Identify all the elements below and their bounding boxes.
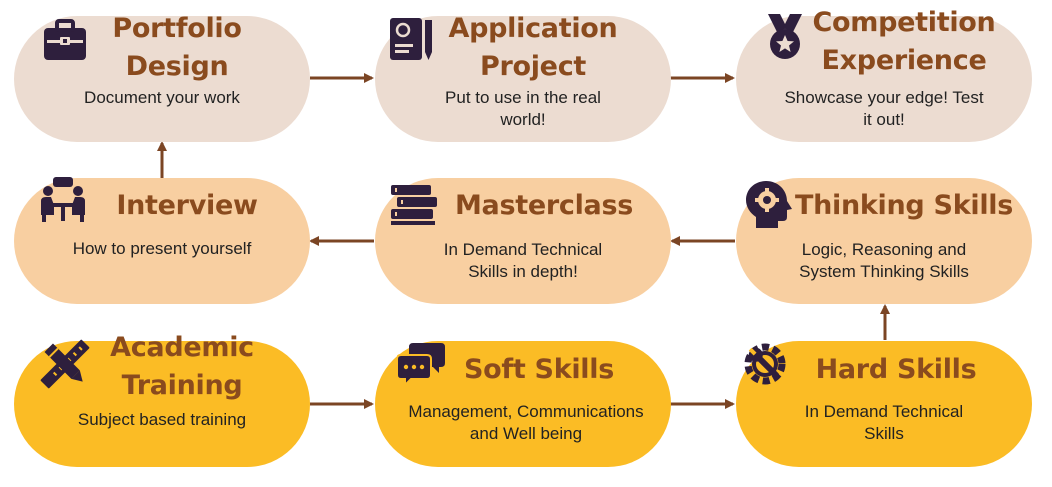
node-thinking-skills: Thinking Skills Logic, Reasoning and Sys… bbox=[736, 178, 1032, 304]
desc-line-1: In Demand Technical bbox=[804, 402, 964, 421]
head-gear-icon bbox=[746, 181, 792, 228]
desc-line-2: world! bbox=[500, 110, 546, 129]
desc-line-1: Logic, Reasoning and bbox=[801, 240, 967, 259]
title-line-2: Experience bbox=[821, 45, 987, 76]
node-description: Logic, Reasoning and System Thinking Ski… bbox=[766, 239, 1002, 283]
node-application-project: Application Project Put to use in the re… bbox=[375, 13, 671, 142]
chat-bubbles-icon bbox=[397, 343, 445, 388]
document-pen-icon bbox=[390, 18, 432, 60]
wrench-gear-icon bbox=[744, 343, 786, 385]
node-soft-skills: Soft Skills Management, Communications a… bbox=[375, 341, 671, 467]
title-line-2: Project bbox=[479, 51, 587, 82]
node-description: Subject based training bbox=[77, 410, 247, 429]
desc-line-2: Skills in depth! bbox=[468, 262, 578, 281]
node-hard-skills: Hard Skills In Demand Technical Skills bbox=[736, 341, 1032, 467]
node-interview: Interview How to present yourself bbox=[14, 177, 310, 304]
desc-line-1: Showcase your edge! Test bbox=[784, 88, 984, 107]
node-description: How to present yourself bbox=[72, 239, 252, 258]
books-icon bbox=[391, 185, 437, 225]
desc-line-1: In Demand Technical bbox=[443, 240, 603, 259]
node-title: Hard Skills bbox=[815, 354, 977, 385]
desc-line-1: Management, Communications bbox=[408, 402, 644, 421]
interview-icon bbox=[41, 177, 85, 222]
node-title: Competition Experience bbox=[796, 4, 1012, 80]
desc-line-2: and Well being bbox=[469, 424, 583, 443]
node-description: In Demand Technical Skills bbox=[766, 401, 1002, 445]
node-description: Management, Communications and Well bein… bbox=[389, 401, 663, 445]
title-line-1: Portfolio bbox=[112, 13, 242, 44]
node-competition-experience: Competition Experience Showcase your edg… bbox=[736, 7, 1032, 142]
node-description: Put to use in the real world! bbox=[405, 87, 641, 131]
title-line-2: Design bbox=[125, 51, 229, 82]
pencil-ruler-icon bbox=[40, 339, 90, 389]
node-portfolio-design: Portfolio Design Document your work bbox=[14, 13, 310, 142]
briefcase-icon bbox=[44, 19, 86, 60]
title-line-1: Competition bbox=[812, 7, 996, 38]
node-academic-training: Academic Training Subject based training bbox=[14, 332, 310, 467]
desc-line-2: Skills bbox=[864, 424, 904, 443]
desc-line-2: System Thinking Skills bbox=[799, 262, 969, 281]
node-title: Masterclass bbox=[454, 190, 633, 221]
title-line-1: Application bbox=[448, 13, 618, 44]
node-title: Academic Training bbox=[74, 329, 290, 405]
node-title: Interview bbox=[116, 190, 258, 221]
node-masterclass: Masterclass In Demand Technical Skills i… bbox=[375, 178, 671, 304]
title-line-1: Academic bbox=[110, 332, 254, 363]
node-description: Showcase your edge! Test it out! bbox=[766, 87, 1002, 131]
title-line-2: Training bbox=[121, 370, 243, 401]
node-description: In Demand Technical Skills in depth! bbox=[405, 239, 641, 283]
desc-line-1: Put to use in the real bbox=[445, 88, 601, 107]
node-title: Thinking Skills bbox=[794, 190, 1013, 221]
node-title: Soft Skills bbox=[464, 354, 614, 385]
node-title: Portfolio Design bbox=[74, 10, 280, 86]
medal-icon bbox=[768, 14, 802, 59]
desc-line-2: it out! bbox=[863, 110, 905, 129]
node-description: Document your work bbox=[84, 88, 240, 107]
node-title: Application Project bbox=[425, 10, 641, 86]
